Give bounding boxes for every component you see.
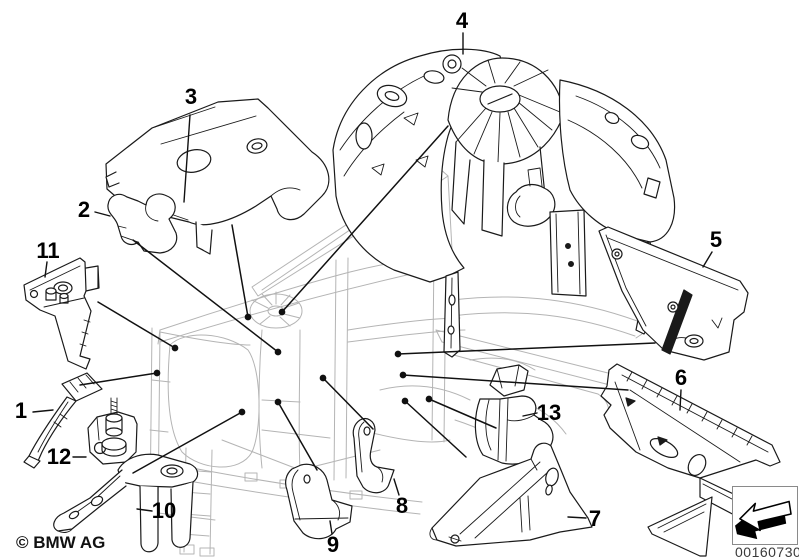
part-9-bracket-drawing <box>285 463 353 540</box>
callout-6[interactable]: 6 <box>674 365 688 390</box>
part-3-cover-drawing <box>105 98 330 255</box>
callout-4[interactable]: 4 <box>455 8 469 33</box>
leader-lines <box>79 125 656 474</box>
part-7-gusset-drawing <box>429 442 593 547</box>
callout-8[interactable]: 8 <box>395 493 409 518</box>
bmw-copyright-text: © BMW AG <box>16 533 106 552</box>
direction-arrow-icon <box>735 500 792 540</box>
callout-10[interactable]: 10 <box>151 498 177 523</box>
part-2-bracket-drawing <box>107 193 178 254</box>
part-1-strip-drawing <box>23 372 103 469</box>
part-5-side-panel-drawing <box>598 226 749 361</box>
part-12-mount-drawing <box>87 397 138 465</box>
callout-13[interactable]: 13 <box>536 400 562 425</box>
callout-7[interactable]: 7 <box>588 506 602 531</box>
callout-11[interactable]: 11 <box>36 238 60 263</box>
callout-3[interactable]: 3 <box>184 84 198 109</box>
part-11-bracket-drawing <box>23 257 100 370</box>
callout-ticks <box>32 32 713 535</box>
part-10-fork-bracket-drawing <box>53 453 199 553</box>
diagram-number: 00160730 <box>735 544 799 559</box>
callout-12[interactable]: 12 <box>46 444 72 469</box>
part-8-bracket-drawing <box>352 418 395 494</box>
callout-2[interactable]: 2 <box>77 197 91 222</box>
callout-9[interactable]: 9 <box>326 532 340 557</box>
callout-1[interactable]: 1 <box>14 398 28 423</box>
callout-5[interactable]: 5 <box>709 227 723 252</box>
direction-indicator-box <box>732 486 798 545</box>
part-4-wheel-housing-drawing <box>332 48 676 358</box>
